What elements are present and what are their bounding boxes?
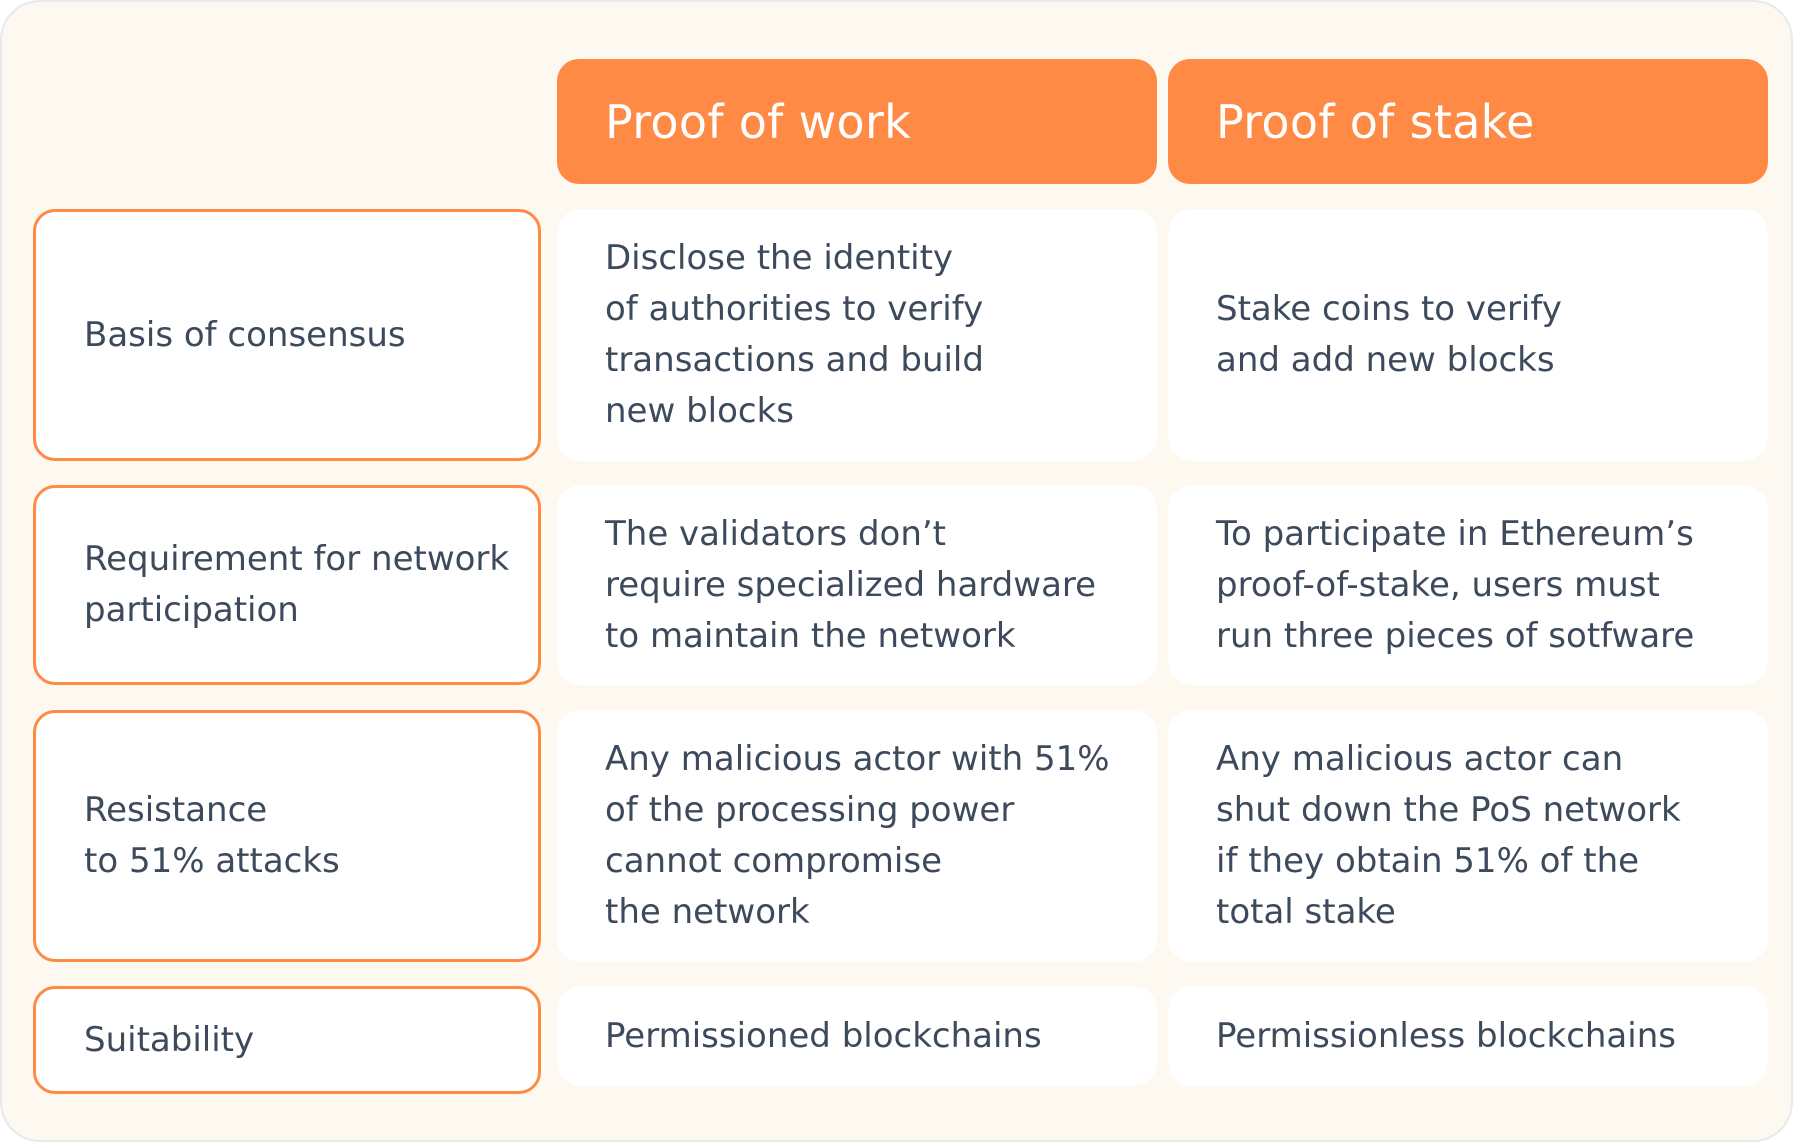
row-label-network-participation: Requirement for network participation [33,485,541,685]
row-label-suitability: Suitability [33,986,541,1094]
column-header-label: Proof of work [605,94,912,149]
cell-pos-basis-of-consensus: Stake coins to verify and add new blocks [1168,209,1768,461]
cell-pow-resistance-51: Any malicious actor with 51% of the proc… [557,710,1157,962]
cell-pow-suitability: Permissioned blockchains [557,986,1157,1086]
cell-pow-basis-of-consensus: Disclose the identity of authorities to … [557,209,1157,461]
cell-pos-network-participation: To participate in Ethereum’s proof-of-st… [1168,485,1768,685]
row-label-resistance-51: Resistance to 51% attacks [33,710,541,962]
cell-text: Any malicious actor with 51% of the proc… [605,739,1110,932]
cell-pos-suitability: Permissionless blockchains [1168,986,1768,1086]
cell-text: Disclose the identity of authorities to … [605,238,984,431]
column-header-proof-of-stake: Proof of stake [1168,59,1768,184]
cell-pos-resistance-51: Any malicious actor can shut down the Po… [1168,710,1768,962]
row-label-text: Requirement for network participation [84,539,510,630]
cell-text: Permissionless blockchains [1216,1015,1676,1056]
row-label-basis-of-consensus: Basis of consensus [33,209,541,461]
cell-text: Permissioned blockchains [605,1015,1042,1056]
column-header-label: Proof of stake [1216,94,1535,149]
row-label-text: Suitability [84,1019,255,1060]
cell-text: Any malicious actor can shut down the Po… [1216,739,1681,932]
cell-pow-network-participation: The validators don’t require specialized… [557,485,1157,685]
column-header-proof-of-work: Proof of work [557,59,1157,184]
row-label-text: Resistance to 51% attacks [84,790,340,881]
cell-text: Stake coins to verify and add new blocks [1216,289,1562,380]
row-label-text: Basis of consensus [84,314,406,355]
cell-text: The validators don’t require specialized… [605,513,1097,656]
cell-text: To participate in Ethereum’s proof-of-st… [1216,513,1695,656]
